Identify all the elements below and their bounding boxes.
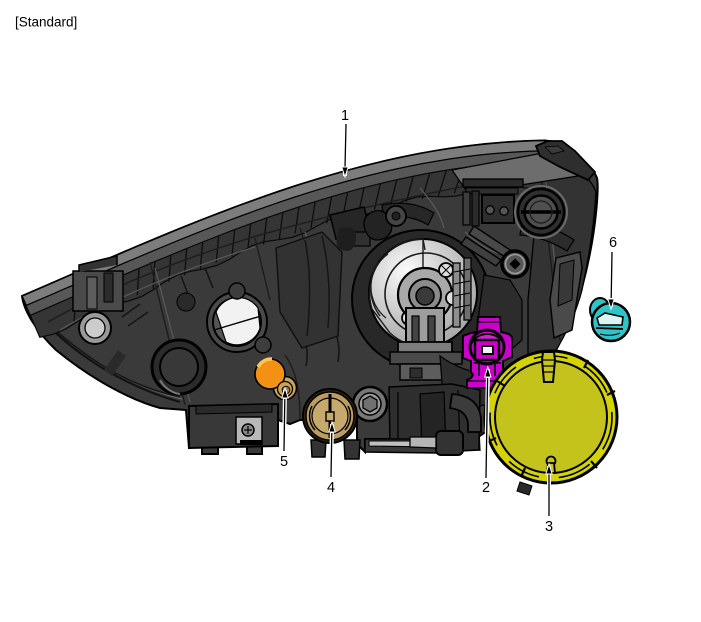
svg-text:1: 1: [341, 108, 349, 124]
svg-text:3: 3: [545, 519, 553, 535]
svg-text:4: 4: [327, 480, 335, 496]
svg-text:[Standard]: [Standard]: [15, 15, 77, 30]
svg-text:5: 5: [280, 454, 288, 470]
svg-text:2: 2: [482, 480, 490, 496]
svg-text:6: 6: [609, 235, 617, 251]
